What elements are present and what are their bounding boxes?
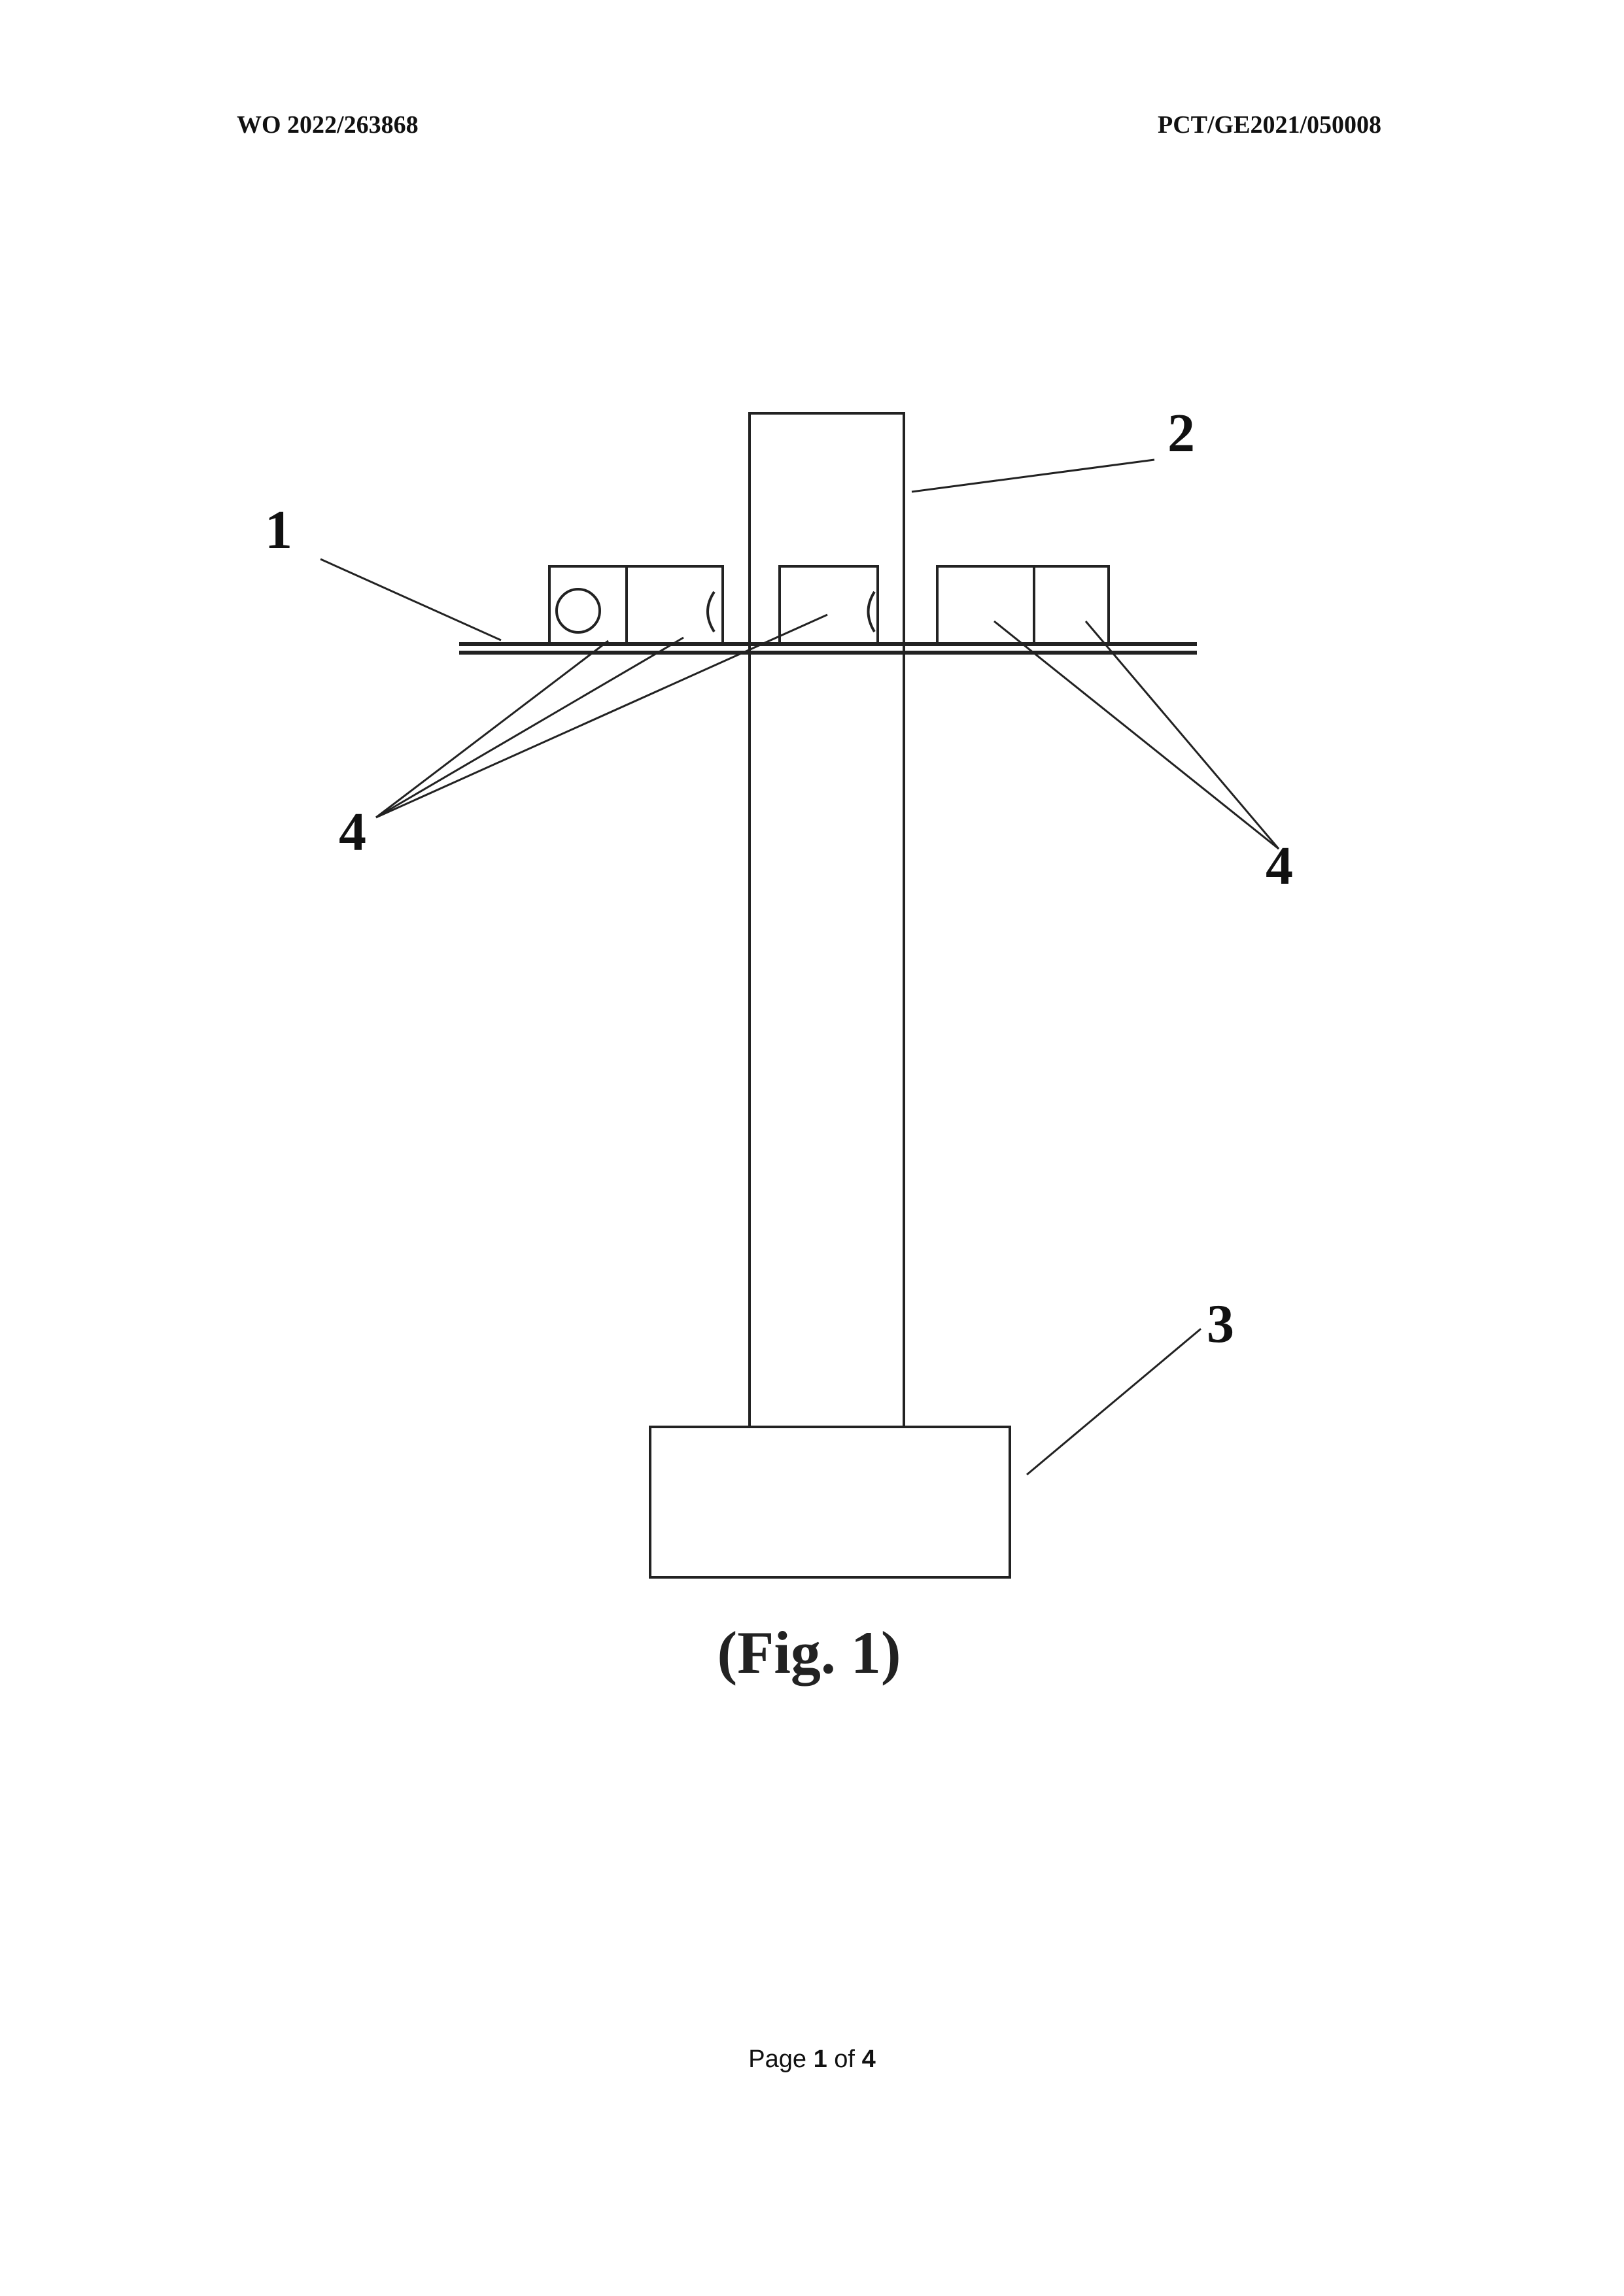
leader-line-3 xyxy=(1026,1328,1201,1476)
center-unit-block xyxy=(778,565,879,646)
current-page: 1 xyxy=(813,2046,827,2073)
ref-numeral-4-left: 4 xyxy=(339,802,366,863)
leader-line-2 xyxy=(911,458,1155,493)
total-pages: 4 xyxy=(861,2046,876,2073)
leader-lines-4-left xyxy=(375,613,828,819)
leader-line-1 xyxy=(320,558,502,642)
leader-lines-4-right xyxy=(993,620,1280,850)
right-unit-block xyxy=(936,565,1110,646)
of-word: of xyxy=(834,2046,855,2073)
figure-caption: (Fig. 1) xyxy=(717,1619,901,1686)
application-number: PCT/GE2021/050008 xyxy=(1158,111,1382,139)
ref-numeral-4-right: 4 xyxy=(1266,836,1293,897)
ref-numeral-1: 1 xyxy=(265,500,292,560)
ref-numeral-2: 2 xyxy=(1167,403,1195,464)
page-word: Page xyxy=(748,2046,807,2073)
ref-numeral-3: 3 xyxy=(1207,1294,1234,1354)
left-unit-block xyxy=(548,565,724,646)
base xyxy=(649,1426,1011,1579)
page-footer: Page 1 of 4 xyxy=(0,2046,1624,2074)
publication-number: WO 2022/263868 xyxy=(237,111,419,139)
